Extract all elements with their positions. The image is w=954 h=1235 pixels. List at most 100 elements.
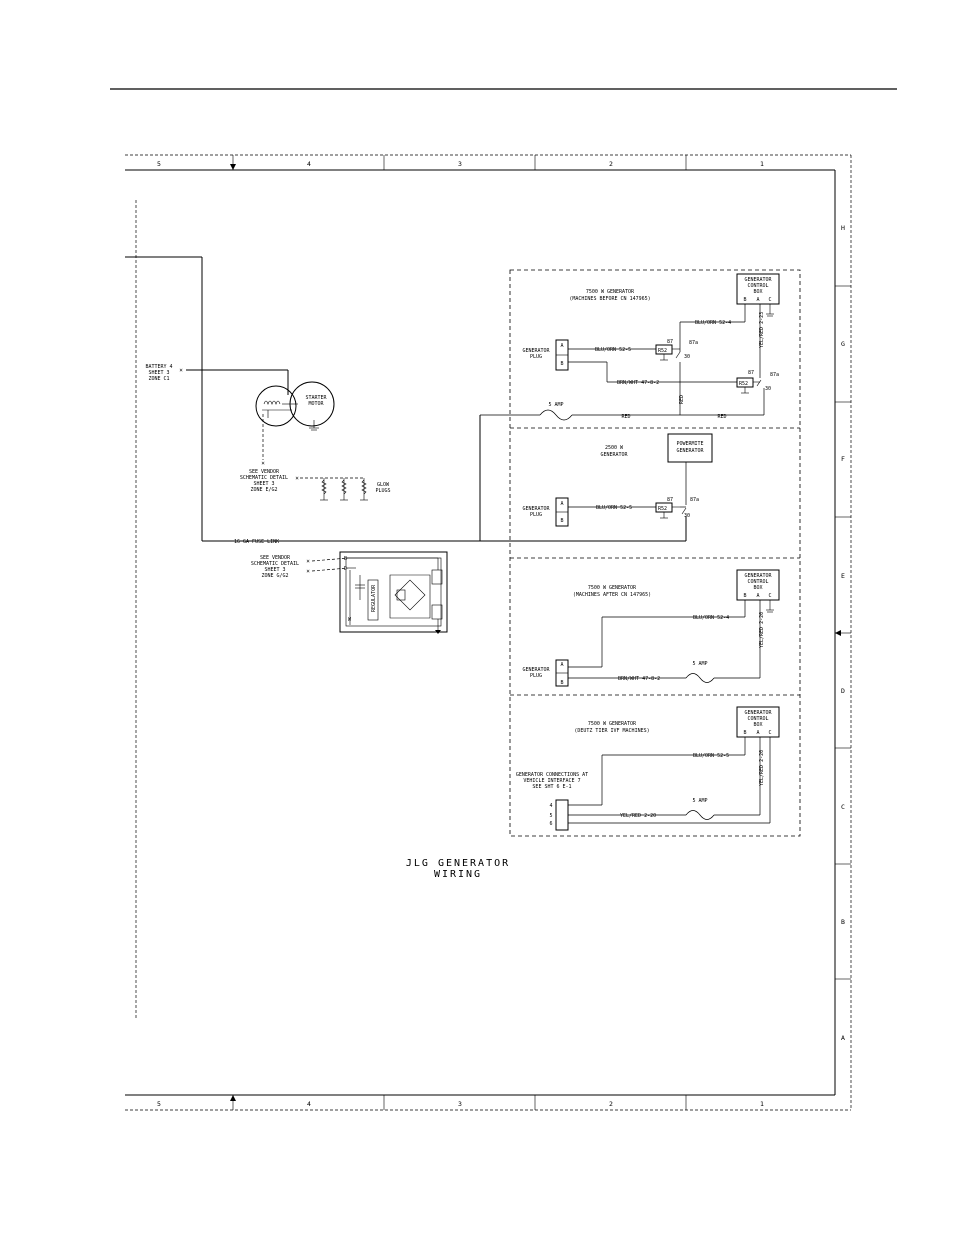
- col-label: 3: [458, 160, 462, 168]
- panel-2-wiring: [555, 433, 713, 541]
- plug-label: GENERATOR: [522, 667, 550, 673]
- col-label: 2: [609, 1100, 613, 1108]
- zone-label: A: [841, 1034, 845, 1042]
- relay-label: R52: [658, 348, 667, 354]
- relay-terminal: 87: [667, 339, 673, 345]
- control-box-label: CONTROL: [747, 283, 768, 289]
- terminal-d-label: D: [344, 566, 347, 572]
- glow-plugs-label: PLUGS: [375, 488, 390, 494]
- svg-text:×: ×: [295, 475, 299, 482]
- powermite-label: POWERMITE: [676, 441, 703, 447]
- starter-label: MOTOR: [308, 401, 324, 407]
- control-box-label: GENERATOR: [744, 710, 772, 716]
- plug-pin: B: [560, 361, 563, 367]
- zone-label: C: [841, 803, 845, 811]
- terminal-b-label: B: [344, 556, 347, 562]
- relay-terminal: 87a: [689, 340, 698, 346]
- terminal-label: C: [768, 730, 771, 736]
- wire-label: RED: [621, 414, 630, 420]
- battery-label: ZONE C1: [148, 376, 169, 382]
- svg-text:×: ×: [179, 367, 183, 374]
- plug-label: GENERATOR: [522, 348, 550, 354]
- col-label: 4: [307, 160, 311, 168]
- terminal-label: C: [768, 593, 771, 599]
- see-vendor-label: SHEET 3: [264, 567, 285, 573]
- drawing-frame: [125, 154, 852, 1111]
- relay-terminal: 30: [765, 386, 771, 392]
- diagram-caption: JLG GENERATOR: [406, 858, 510, 869]
- fuse-link-label: 16 GA FUSE LINK: [234, 539, 279, 545]
- wire-label: BRN/WHT 47-8-2: [618, 676, 660, 682]
- col-label: 5: [157, 1100, 161, 1108]
- col-label: 1: [760, 1100, 764, 1108]
- plug-label: PLUG: [530, 512, 542, 518]
- wire-label: YEL/RED 2-20: [620, 813, 656, 819]
- terminal-label: B: [743, 297, 746, 303]
- see-vendor-label: SHEET 3: [253, 481, 274, 487]
- relay-terminal: 87a: [690, 497, 699, 503]
- relay-terminal: 87: [667, 497, 673, 503]
- connector-pin: 4: [549, 803, 552, 809]
- see-vendor-label: ZONE E/G2: [250, 487, 277, 493]
- panel-1-title: (MACHINES BEFORE CN 147965): [569, 296, 650, 302]
- panel-3-wiring: [555, 569, 780, 687]
- zone-label: H: [841, 224, 845, 232]
- col-label: 1: [760, 160, 764, 168]
- plug-pin: B: [560, 680, 563, 686]
- relay-terminal: 87a: [770, 372, 779, 378]
- col-label: 5: [157, 160, 161, 168]
- see-vendor-label: SCHEMATIC DETAIL: [251, 561, 299, 567]
- zone-label: E: [841, 572, 845, 580]
- svg-text:×: ×: [306, 558, 310, 565]
- plug-pin: A: [560, 343, 563, 349]
- powermite-label: GENERATOR: [676, 448, 704, 454]
- wire-label: BLU/ORN 52-4: [693, 615, 729, 621]
- connector-pin: 6: [549, 821, 552, 827]
- panel-3-title: 7500 W GENERATOR: [588, 585, 637, 591]
- plug-label: GENERATOR: [522, 506, 550, 512]
- panel-1-title: 7500 W GENERATOR: [586, 289, 635, 295]
- plug-pin: A: [560, 501, 563, 507]
- terminal-label: A: [756, 297, 759, 303]
- wire-label: BRN/WHT 47-8-2: [617, 380, 659, 386]
- panel-4-title: 7500 W GENERATOR: [588, 721, 637, 727]
- wire-label: BLU/ORN 52-4: [695, 320, 731, 326]
- panel-4-wiring: [555, 706, 780, 831]
- control-box-label: BOX: [753, 585, 762, 591]
- control-box-label: GENERATOR: [744, 277, 772, 283]
- regulator-label: REGULATOR: [371, 584, 377, 612]
- zone-label: G: [841, 340, 845, 348]
- plug-label: PLUG: [530, 673, 542, 679]
- wire-label: RED: [679, 395, 685, 404]
- terminal-label: A: [756, 730, 759, 736]
- see-vendor-label: SEE VENDOR: [249, 469, 280, 475]
- relay-terminal: 87: [748, 370, 754, 376]
- terminal-w-label: W: [348, 617, 352, 623]
- wire-label: BLU/ORN 52-5: [595, 347, 631, 353]
- relay-terminal: 30: [684, 354, 690, 360]
- connections-label: GENERATOR CONNECTIONS AT: [516, 772, 588, 778]
- panel-1-wiring: [479, 273, 780, 541]
- fuse-label: 5 AMP: [548, 402, 563, 408]
- starter-solenoid-icon: [255, 385, 297, 427]
- connections-label: SEE SHT 6 E-1: [532, 784, 571, 790]
- connector-pin: 5: [549, 813, 552, 819]
- wire-label: RED: [717, 414, 726, 420]
- relay-label: R52: [739, 381, 748, 387]
- col-label: 3: [458, 1100, 462, 1108]
- regulator-block: [367, 579, 379, 621]
- plug-label: PLUG: [530, 354, 542, 360]
- fuse-label: 5 AMP: [692, 798, 707, 804]
- left-section: × × ×: [125, 256, 686, 634]
- see-vendor-label: ZONE G/G2: [261, 573, 288, 579]
- svg-text:×: ×: [306, 568, 310, 575]
- panel-2-title: 2500 W: [605, 445, 624, 451]
- panel-4-title: (DEUTZ TIER IVF MACHINES): [574, 728, 649, 734]
- terminal-label: B: [743, 593, 746, 599]
- panel-2-title: GENERATOR: [600, 452, 628, 458]
- zone-label: D: [841, 687, 845, 695]
- wire-label: YEL/RED 2-23: [759, 312, 765, 348]
- col-label: 4: [307, 1100, 311, 1108]
- glow-plugs-label: GLOW: [377, 482, 390, 488]
